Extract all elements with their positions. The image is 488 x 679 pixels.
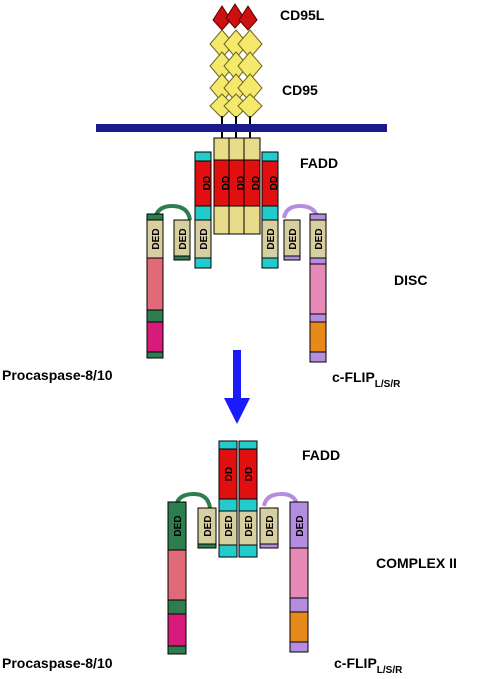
cflip-top-label: c-FLIPL/S/R [332,369,401,390]
svg-text:DED: DED [199,228,210,249]
cd95l-label: CD95L [280,7,325,23]
cflip-top [282,203,327,363]
cd95l-ligand [212,3,258,31]
cd95-label: CD95 [282,82,318,98]
complex-ii-fadd [218,440,258,558]
cd95-receptor [209,29,263,119]
svg-text:DED: DED [224,515,235,536]
cflip-bottom [259,491,309,653]
fadd-ded-top [194,205,279,269]
ded-labels-procaspase-bottom: DED DED DED DED [173,515,255,536]
ded-labels-cflip-top: DED DED [288,228,325,249]
procaspase-bottom [167,491,217,655]
svg-text:DED: DED [244,515,255,536]
fadd-caps-top [194,151,279,162]
complex-ii-label: COMPLEX II [376,555,457,571]
procaspase-top-label: Procaspase-8/10 [2,367,113,383]
svg-text:DED: DED [288,228,299,249]
svg-text:DED: DED [178,228,189,249]
svg-text:DD: DD [251,176,262,190]
procaspase-bottom-label: Procaspase-8/10 [2,655,113,671]
fadd-top-label: FADD [300,155,338,171]
dd-labels-bottom: DD DD [224,467,255,481]
svg-text:DD: DD [221,176,232,190]
svg-text:DD: DD [244,467,255,481]
plasma-membrane [96,124,387,132]
svg-text:DED: DED [314,228,325,249]
cflip-bottom-label: c-FLIPL/S/R [334,655,403,676]
fadd-bottom-label: FADD [302,447,340,463]
svg-text:DD: DD [269,176,280,190]
svg-text:DD: DD [236,176,247,190]
procaspase-top [146,203,192,359]
svg-text:DED: DED [203,515,214,536]
svg-text:DED: DED [151,228,162,249]
transition-arrow [224,350,250,424]
dd-labels-top: DD DD DD DD DD [202,176,280,190]
disc-label: DISC [394,272,427,288]
svg-text:DD: DD [224,467,235,481]
svg-text:DED: DED [295,515,306,536]
ded-labels-procaspase-top: DED DED DED DED [151,228,277,249]
svg-text:DED: DED [265,515,276,536]
svg-text:DED: DED [266,228,277,249]
svg-text:DD: DD [202,176,213,190]
svg-text:DED: DED [173,515,184,536]
ded-labels-cflip-bottom: DED DED [265,515,306,536]
